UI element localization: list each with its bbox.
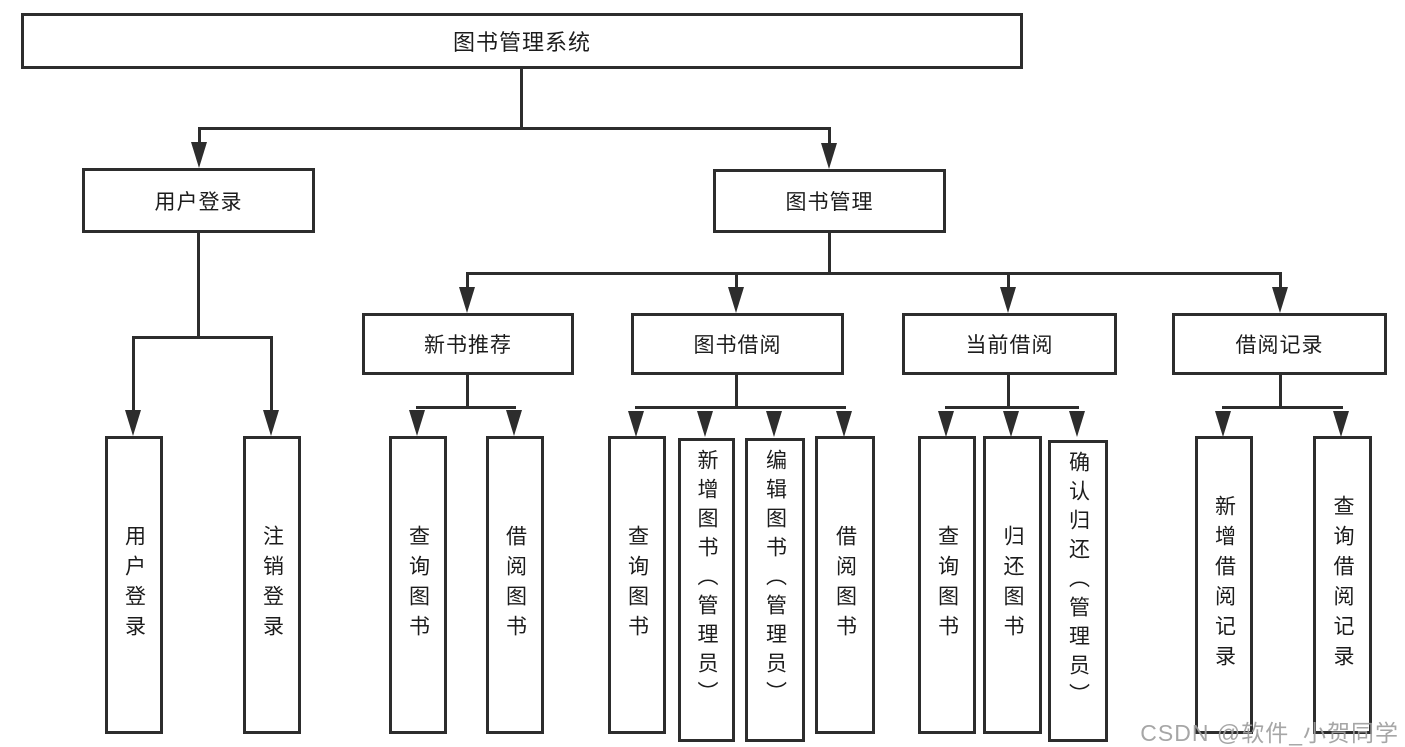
connector-drop-level3 bbox=[1279, 272, 1282, 289]
node-borrowing-records: 借阅记录 bbox=[1172, 313, 1387, 375]
node-book-borrowing: 图书借阅 bbox=[631, 313, 844, 375]
leaf-add-books-admin: 新增图书（管理员） bbox=[678, 438, 735, 742]
node-label: 查询图书 bbox=[935, 525, 959, 645]
node-label: 当前借阅 bbox=[965, 334, 1054, 357]
node-label: 图书借阅 bbox=[693, 334, 782, 357]
node-label: 图书管理 bbox=[785, 191, 874, 214]
node-label: 用户登录 bbox=[154, 190, 243, 214]
leaf-query-books-borrowing: 查询图书 bbox=[608, 436, 666, 734]
connector-stem bbox=[735, 375, 738, 407]
connector-crossbar bbox=[635, 406, 846, 409]
node-new-book-recommendation: 新书推荐 bbox=[362, 313, 574, 375]
connector-userlogin-crossbar bbox=[132, 336, 273, 339]
node-current-borrowing: 当前借阅 bbox=[902, 313, 1117, 375]
connector-drop-level3 bbox=[1007, 272, 1010, 289]
connector-drop-level3 bbox=[735, 272, 738, 289]
connector-drop-user-login bbox=[198, 127, 201, 145]
arrow-down-icon bbox=[728, 287, 744, 313]
connector-bookmgmt-stem bbox=[828, 233, 831, 275]
connector-root-crossbar bbox=[198, 127, 831, 130]
node-label: 查询借阅记录 bbox=[1331, 495, 1354, 675]
arrow-down-icon bbox=[1272, 287, 1288, 313]
arrow-down-icon bbox=[836, 411, 852, 437]
leaf-return-books: 归还图书 bbox=[983, 436, 1042, 734]
leaf-query-borrow-record: 查询借阅记录 bbox=[1313, 436, 1372, 734]
connector-crossbar bbox=[945, 406, 1079, 409]
leaf-logout: 注销登录 bbox=[243, 436, 301, 734]
node-label: 新增借阅记录 bbox=[1212, 495, 1236, 675]
leaf-confirm-return-admin: 确认归还（管理员） bbox=[1048, 440, 1108, 742]
connector-crossbar bbox=[1222, 406, 1343, 409]
node-user-login: 用户登录 bbox=[82, 168, 315, 233]
arrow-down-icon bbox=[766, 411, 782, 437]
connector-stem bbox=[1279, 375, 1282, 407]
node-library-system: 图书管理系统 bbox=[21, 13, 1023, 69]
leaf-query-books-recommend: 查询图书 bbox=[389, 436, 447, 734]
connector-drop-book-management bbox=[828, 127, 831, 145]
connector-drop-leaf bbox=[132, 336, 135, 412]
connector-bookmgmt-crossbar bbox=[466, 272, 1282, 275]
connector-crossbar bbox=[416, 406, 516, 409]
node-label: 编辑图书（管理员） bbox=[763, 449, 787, 710]
node-label: 图书管理系统 bbox=[452, 30, 591, 55]
arrow-down-icon bbox=[409, 410, 425, 436]
arrow-down-icon bbox=[1000, 287, 1016, 313]
node-label: 注销登录 bbox=[260, 525, 284, 645]
arrow-down-icon bbox=[938, 411, 954, 437]
node-label: 归还图书 bbox=[1001, 525, 1024, 645]
connector-userlogin-stem bbox=[197, 233, 200, 338]
node-label: 用户登录 bbox=[122, 525, 146, 645]
leaf-user-login: 用户登录 bbox=[105, 436, 163, 734]
arrow-down-icon bbox=[459, 287, 475, 313]
node-label: 查询图书 bbox=[625, 525, 649, 645]
arrow-down-icon bbox=[628, 411, 644, 437]
leaf-borrow-books-borrowing: 借阅图书 bbox=[815, 436, 875, 734]
connector-stem bbox=[466, 375, 469, 408]
connector-drop-level3 bbox=[466, 272, 469, 289]
arrow-down-icon bbox=[1333, 411, 1349, 437]
node-label: 新增图书（管理员） bbox=[695, 449, 718, 710]
node-label: 借阅记录 bbox=[1235, 334, 1324, 357]
connector-root-stem bbox=[520, 69, 523, 129]
connector-stem bbox=[1007, 375, 1010, 407]
arrow-down-icon bbox=[697, 411, 713, 437]
node-label: 借阅图书 bbox=[503, 525, 527, 645]
node-label: 确认归还（管理员） bbox=[1066, 451, 1090, 712]
arrow-down-icon bbox=[506, 410, 522, 436]
leaf-borrow-books-recommend: 借阅图书 bbox=[486, 436, 544, 734]
arrow-down-icon bbox=[1003, 411, 1019, 437]
node-label: 借阅图书 bbox=[833, 525, 857, 645]
arrow-down-icon bbox=[125, 410, 141, 436]
connector-drop-leaf bbox=[270, 336, 273, 412]
arrow-down-icon bbox=[191, 142, 207, 168]
csdn-watermark: CSDN @软件_小贺同学 bbox=[1140, 720, 1399, 746]
node-label: 新书推荐 bbox=[424, 334, 512, 357]
arrow-down-icon bbox=[1069, 411, 1085, 437]
leaf-query-books-current: 查询图书 bbox=[918, 436, 976, 734]
arrow-down-icon bbox=[821, 143, 837, 169]
node-label: 查询图书 bbox=[406, 525, 430, 645]
arrow-down-icon bbox=[263, 410, 279, 436]
leaf-add-borrow-record: 新增借阅记录 bbox=[1195, 436, 1253, 734]
node-book-management: 图书管理 bbox=[713, 169, 946, 233]
arrow-down-icon bbox=[1215, 411, 1231, 437]
leaf-edit-books-admin: 编辑图书（管理员） bbox=[745, 438, 805, 742]
